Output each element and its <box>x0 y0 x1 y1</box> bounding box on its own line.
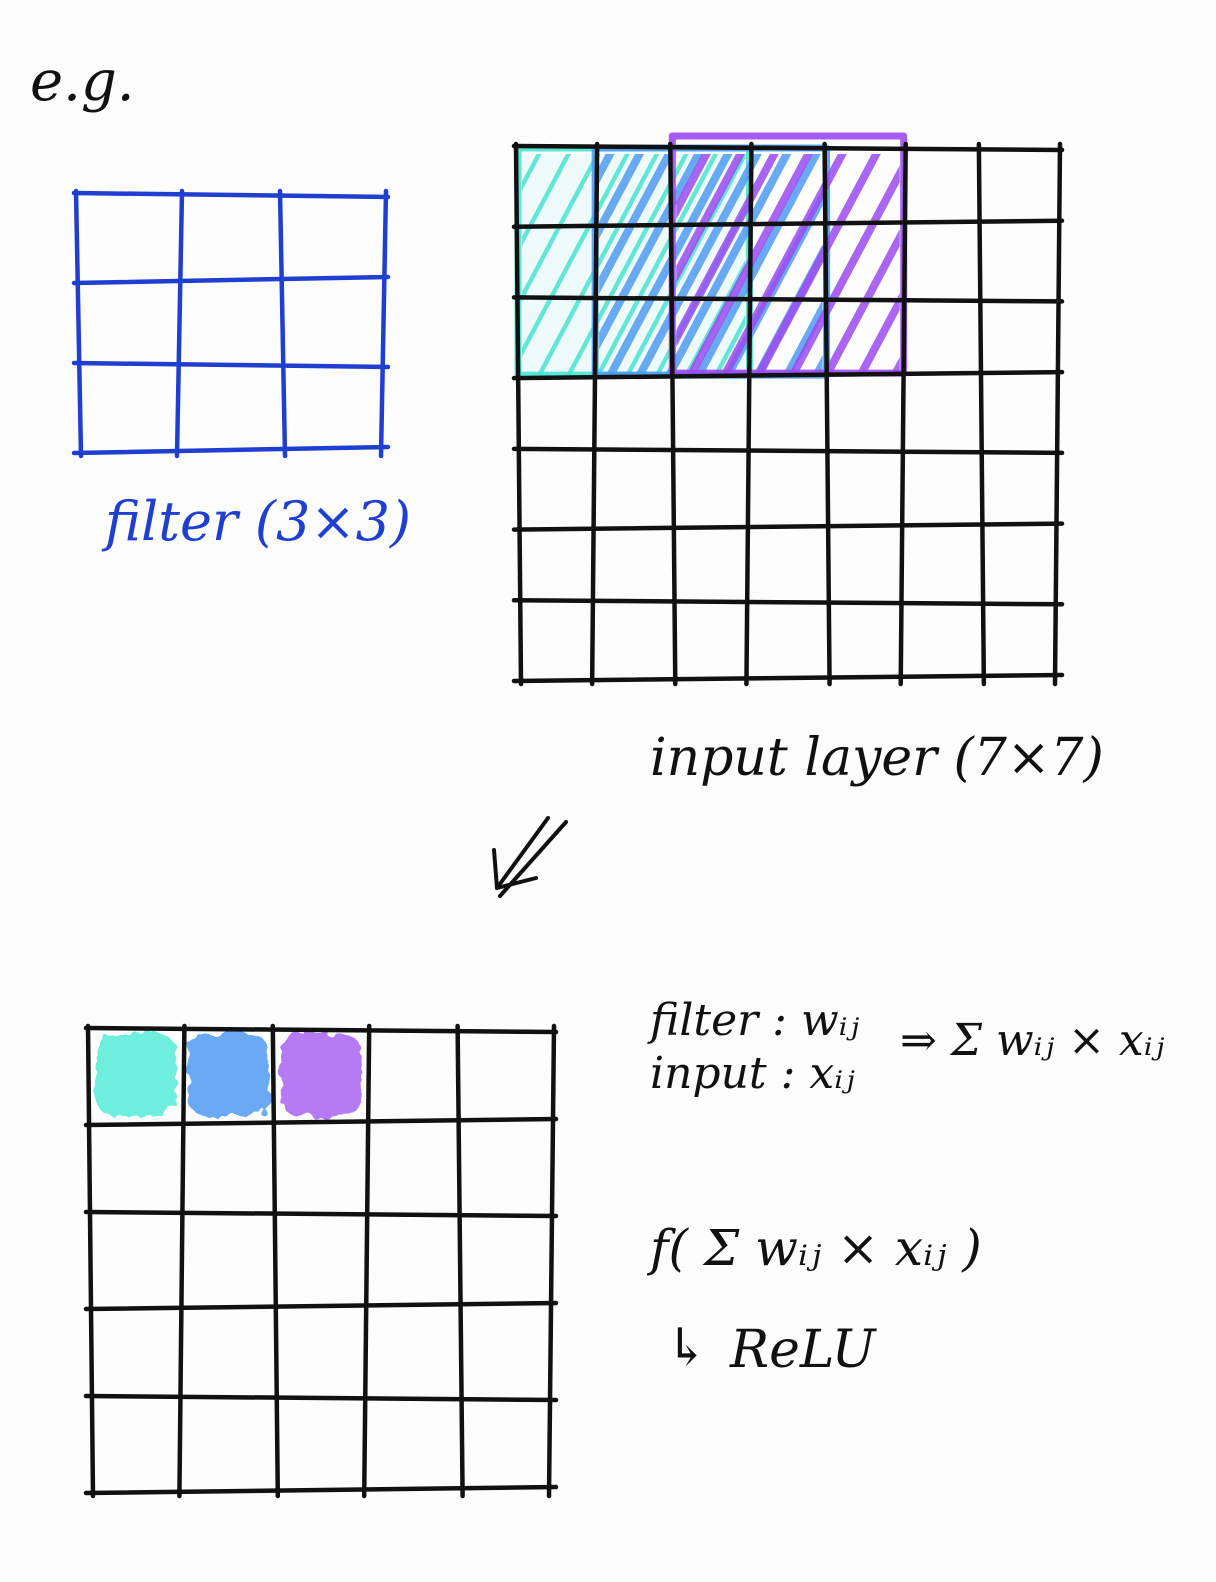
output-filled-cells <box>96 1034 362 1116</box>
output-grid-col-line <box>85 1023 96 1499</box>
input-grid-row-line <box>511 369 1065 381</box>
filter-grid-row-line <box>71 444 391 456</box>
hook-arrow-icon: ↳ <box>665 1318 709 1378</box>
output-filled-cell <box>188 1034 269 1116</box>
formula-implies-sum: ⇒ Σ wᵢⱼ × xᵢⱼ <box>900 1015 1165 1066</box>
activation-name: ReLU <box>729 1320 878 1380</box>
input-highlight-windows <box>514 132 908 379</box>
filter-grid <box>71 188 391 459</box>
output-grid-col-line <box>270 1023 281 1499</box>
input-grid-col-line <box>898 141 908 687</box>
input-grid-col-line <box>822 141 832 687</box>
output-grid-col-line <box>546 1023 557 1499</box>
output-grid-row-line <box>83 1116 559 1128</box>
input-grid-row-line <box>511 672 1065 684</box>
filter-grid-row-line <box>71 274 391 286</box>
input-label: input layer (7×7) <box>650 728 1104 788</box>
output-grid-row-line <box>83 1209 559 1219</box>
output-grid-row-line <box>83 1393 559 1403</box>
input-grid-col-line <box>513 141 524 687</box>
double-arrow-down-left-icon <box>492 816 568 898</box>
output-grid-col-line <box>455 1023 465 1499</box>
output-grid-row-line <box>83 1025 559 1035</box>
input-grid-row-line <box>511 446 1065 456</box>
input-grid-col-line <box>1052 141 1063 687</box>
input-highlight-hatch <box>676 154 900 376</box>
filter-grid-row-line <box>71 190 391 200</box>
filter-grid-col-line <box>73 188 84 459</box>
input-grid-col-line <box>744 141 754 687</box>
input-grid-row-line <box>511 295 1065 304</box>
input-grid-row-line <box>511 143 1065 153</box>
filter-grid-col-line <box>174 188 185 459</box>
filter-grid-row-line <box>71 360 391 370</box>
filter-label: filter (3×3) <box>101 490 411 553</box>
input-grid <box>511 141 1065 687</box>
output-filled-cell <box>280 1034 362 1116</box>
formula-input-line: input : xᵢⱼ <box>650 1048 855 1099</box>
input-grid-row-line <box>511 218 1065 229</box>
output-grid-row-line <box>83 1300 559 1312</box>
input-grid-row-line <box>511 598 1065 607</box>
input-grid-col-line <box>976 141 987 687</box>
heading-eg: e.g. <box>30 49 135 114</box>
input-grid-col-line <box>668 141 678 687</box>
output-grid-col-line <box>361 1023 372 1499</box>
formula-filter-line: filter : wᵢⱼ <box>647 995 859 1046</box>
input-grid-col-line <box>589 141 600 687</box>
output-grid-col-line <box>177 1023 187 1499</box>
input-grid-row-line <box>511 521 1065 532</box>
output-filled-cell <box>96 1034 177 1116</box>
formula-activation: f( Σ wᵢⱼ × xᵢⱼ ) <box>646 1219 982 1277</box>
filter-grid-col-line <box>378 188 389 459</box>
output-grid-row-line <box>83 1484 559 1496</box>
output-grid <box>83 1023 559 1499</box>
filter-grid-col-line <box>277 188 288 459</box>
